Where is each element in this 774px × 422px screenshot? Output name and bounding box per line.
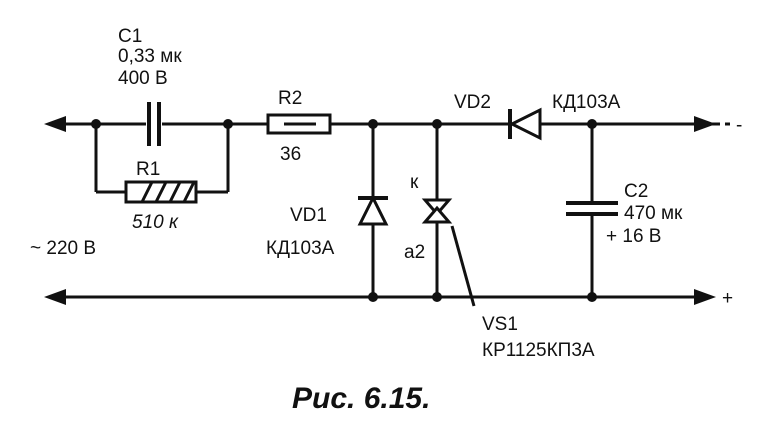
c1-name: C1 xyxy=(118,26,142,47)
vd1-type: КД103А xyxy=(266,238,335,259)
r1-value: 510 к xyxy=(132,212,179,233)
c1-value: 0,33 мк xyxy=(118,46,182,67)
vs1-anode-label: а2 xyxy=(404,242,425,263)
c2-value: 470 мк xyxy=(624,203,683,224)
c2-voltage: + 16 В xyxy=(606,226,661,247)
output-minus-arrow xyxy=(694,116,716,132)
c2-name: C2 xyxy=(624,181,648,202)
r2-name: R2 xyxy=(278,88,302,109)
vs1-name: VS1 xyxy=(482,314,518,335)
top-rail xyxy=(44,116,712,132)
output-plus-arrow xyxy=(694,289,716,305)
capacitor-c2 xyxy=(566,124,618,297)
vd2-type: КД103А xyxy=(552,92,621,113)
thyristor-vs1 xyxy=(421,124,476,307)
output-plus-label: + xyxy=(722,288,733,309)
diode-vd1 xyxy=(357,124,389,297)
vd2-name: VD2 xyxy=(454,92,491,113)
c1-voltage: 400 В xyxy=(118,68,168,89)
input-top-arrow xyxy=(44,116,66,132)
r1-name: R1 xyxy=(136,159,160,180)
bottom-rail xyxy=(44,289,716,305)
input-bottom-arrow xyxy=(44,289,66,305)
vs1-cathode-label: к xyxy=(410,172,419,193)
diode-vd2 xyxy=(508,107,542,141)
vs1-type: КР1125КП3А xyxy=(482,340,595,361)
capacitor-c1 xyxy=(147,102,161,146)
resistor-r1-branch xyxy=(94,124,230,204)
input-voltage-label: ~ 220 В xyxy=(30,238,96,259)
output-minus-label: - xyxy=(736,115,742,136)
figure-caption: Рис. 6.15. xyxy=(292,382,430,415)
vd1-name: VD1 xyxy=(290,205,327,226)
r2-value: 36 xyxy=(280,144,301,165)
junction-dots xyxy=(91,119,597,302)
